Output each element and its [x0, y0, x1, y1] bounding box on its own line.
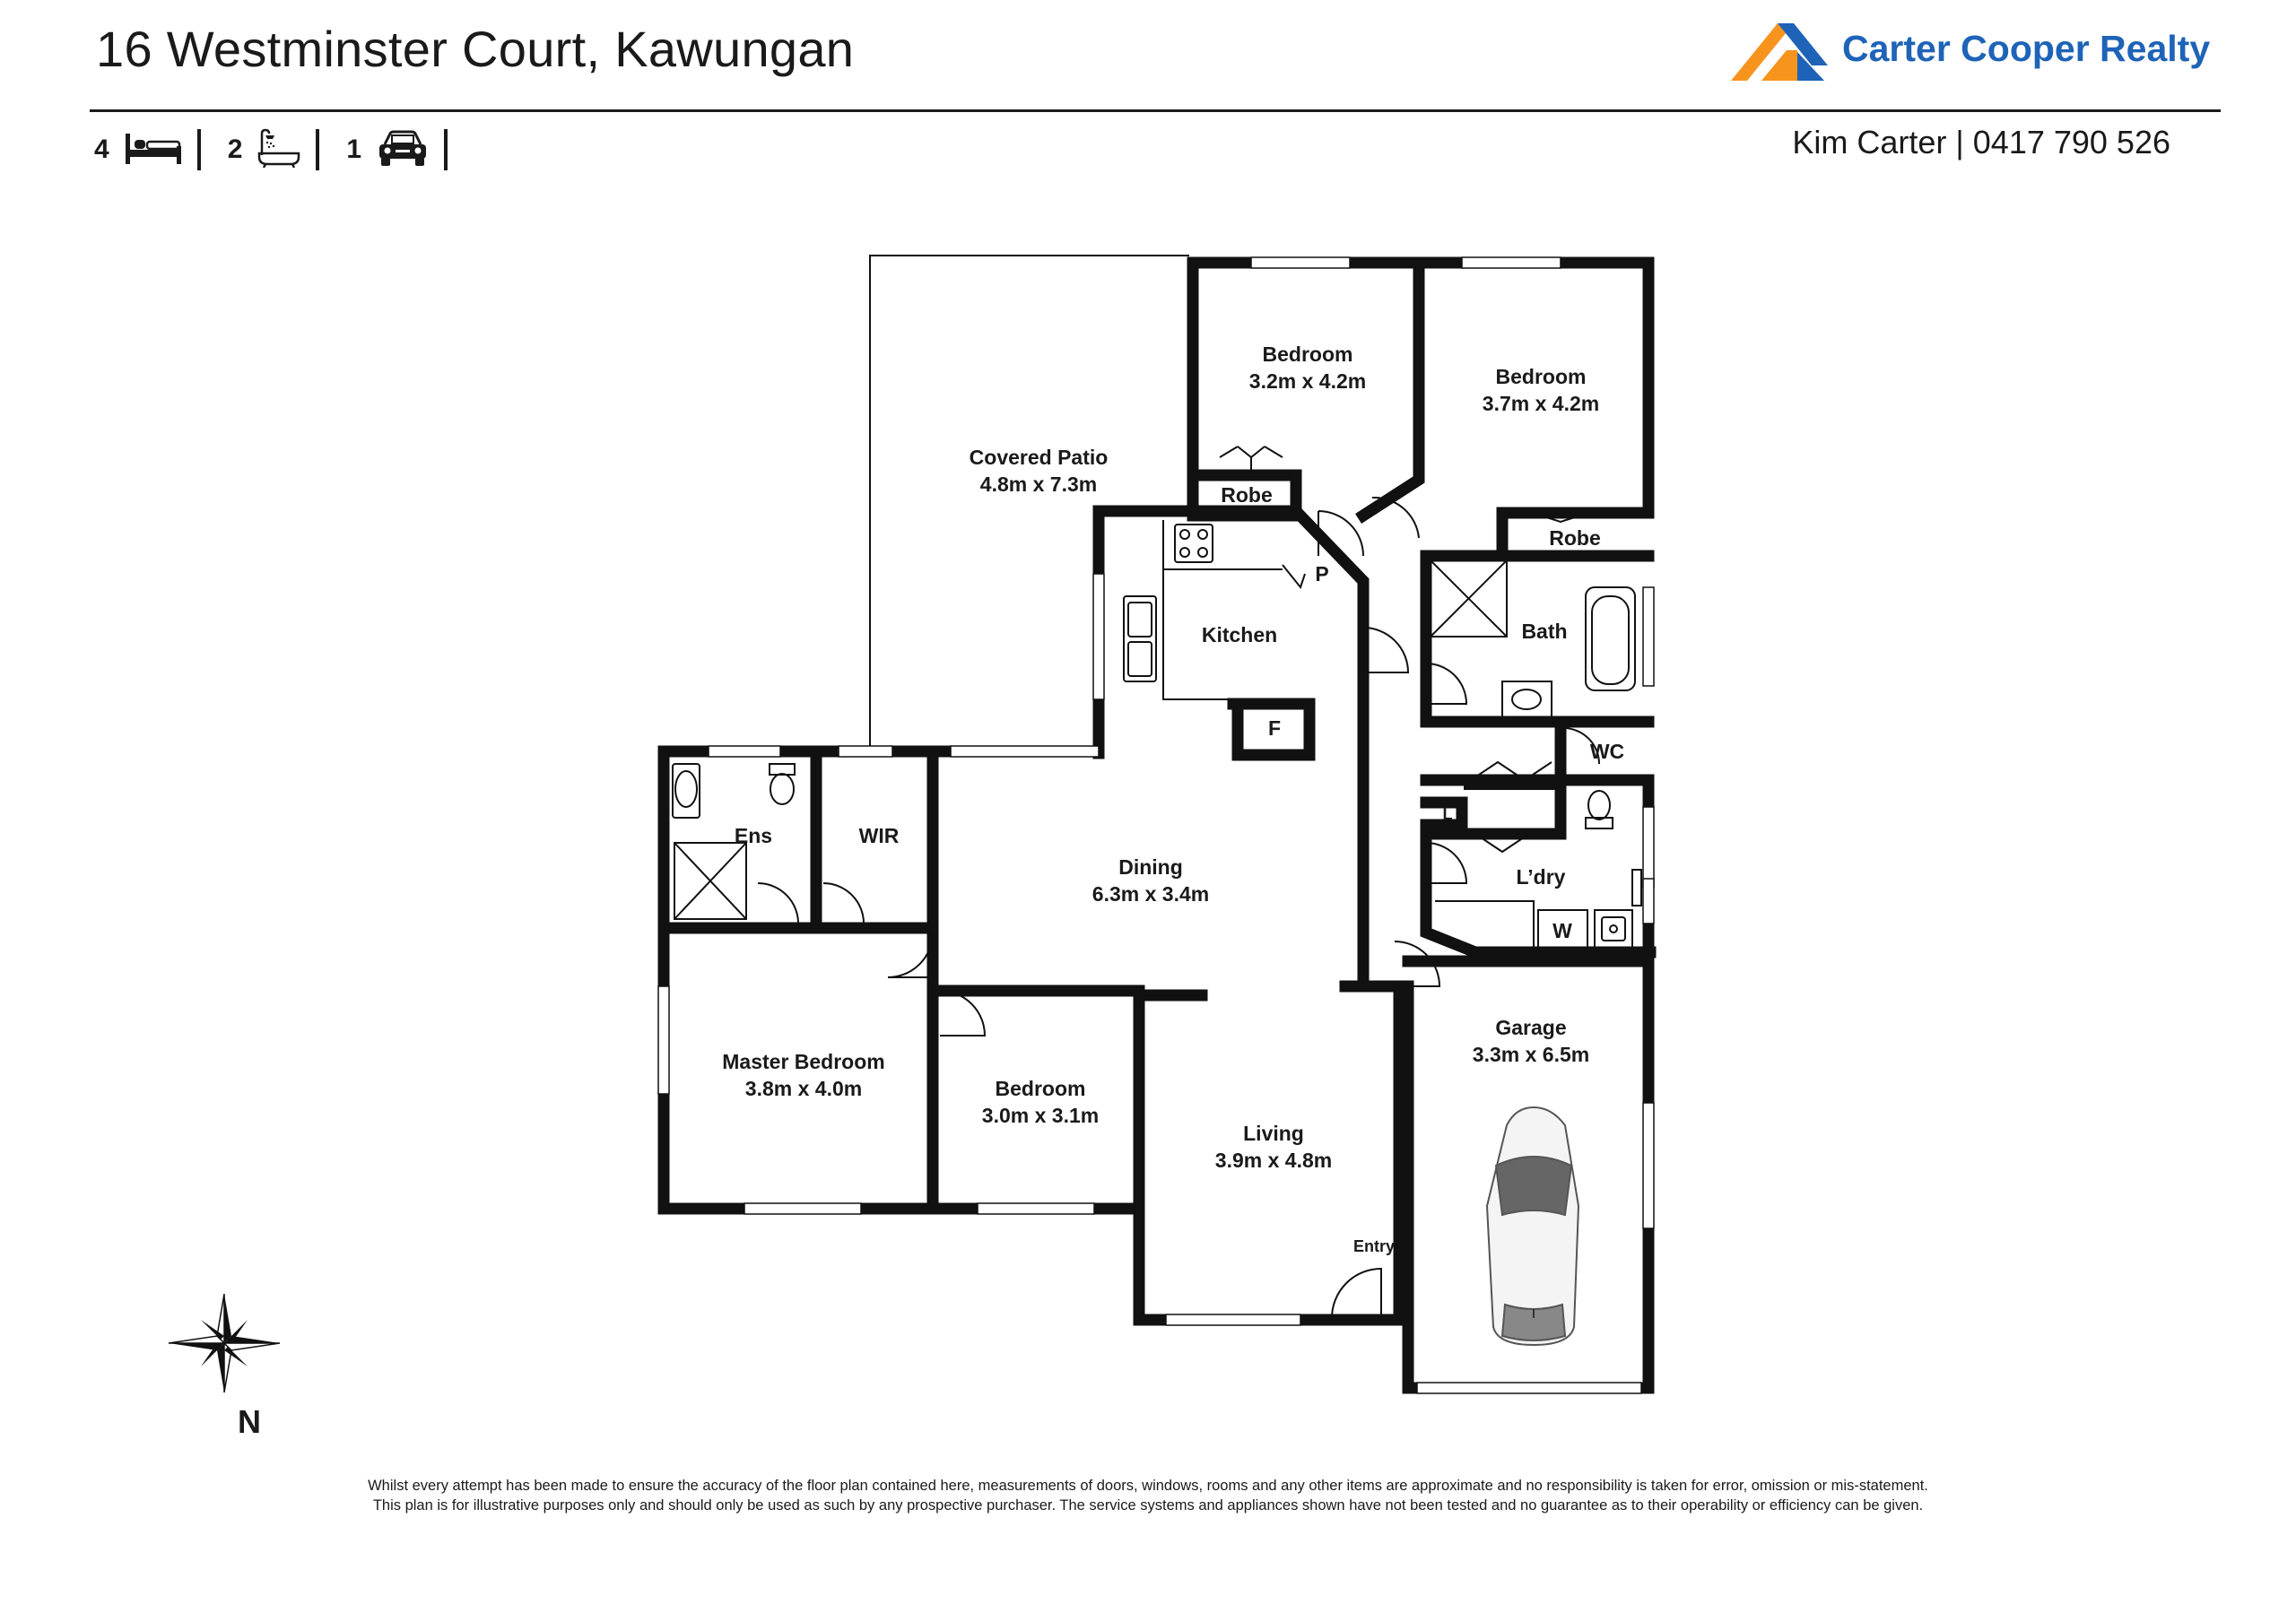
fixtures	[672, 520, 1642, 950]
feature-divider	[196, 129, 201, 170]
size-living: 3.9m x 4.8m	[1215, 1149, 1332, 1172]
size-bedroom-2: 3.2m x 4.2m	[1249, 369, 1366, 393]
disclaimer: Whilst every attempt has been made to en…	[251, 1476, 2045, 1515]
label-dining: Dining	[1118, 855, 1183, 879]
compass-north-label: N	[238, 1403, 261, 1440]
car-graphic	[1485, 1106, 1580, 1347]
vanity-icon	[1501, 681, 1552, 718]
laundry-tub-icon	[1594, 909, 1633, 949]
property-address: 16 Westminster Court, Kawungan	[96, 21, 855, 77]
kitchen-sink-icon	[1123, 595, 1157, 682]
garage-count: 1	[346, 134, 362, 164]
shower-icon	[1430, 559, 1508, 638]
disclaimer-line-1: Whilst every attempt has been made to en…	[368, 1478, 1928, 1494]
toilet-icon	[1585, 817, 1613, 829]
brand-logo: Carter Cooper Realty	[1731, 16, 2210, 81]
label-laundry: L’dry	[1517, 865, 1566, 889]
feature-divider	[444, 129, 448, 170]
label-covered-patio: Covered Patio	[970, 446, 1109, 469]
brand-roof-icon	[1731, 23, 1828, 81]
bed-icon	[124, 130, 183, 170]
agent-contact: Kim Carter | 0417 790 526	[1792, 124, 2170, 160]
header-divider	[90, 109, 2221, 112]
shower-bath-icon	[257, 128, 301, 172]
label-pantry: P	[1315, 562, 1328, 585]
bathtub-icon	[1585, 586, 1636, 691]
cooktop-icon	[1174, 524, 1213, 563]
windows	[657, 256, 1655, 1394]
washer-icon	[1537, 909, 1588, 949]
label-bedroom-2: Bedroom	[1263, 343, 1353, 366]
label-bath: Bath	[1521, 620, 1567, 643]
size-garage: 3.3m x 6.5m	[1473, 1043, 1589, 1066]
label-garage: Garage	[1495, 1016, 1566, 1039]
label-bedroom-3: Bedroom	[1496, 365, 1587, 388]
label-ensuite: Ens	[735, 824, 772, 847]
doors	[757, 446, 1600, 1319]
size-master-bedroom: 3.8m x 4.0m	[745, 1077, 862, 1100]
bedroom-count: 4	[94, 134, 109, 164]
size-bedroom-4: 3.0m x 3.1m	[982, 1104, 1099, 1127]
label-living: Living	[1243, 1122, 1304, 1145]
label-washer: W	[1552, 919, 1572, 942]
label-master-bedroom: Master Bedroom	[722, 1050, 884, 1073]
label-linen: L	[1443, 805, 1453, 823]
feature-divider	[316, 129, 320, 170]
label-entry: Entry	[1353, 1237, 1395, 1255]
label-kitchen: Kitchen	[1202, 623, 1277, 646]
label-robe-2: Robe	[1549, 526, 1601, 550]
label-bedroom-4: Bedroom	[996, 1077, 1086, 1100]
label-fridge: F	[1268, 716, 1281, 740]
size-dining: 6.3m x 3.4m	[1092, 882, 1209, 906]
compass-icon	[168, 1293, 281, 1393]
room-labels: Covered Patio 4.8m x 7.3m Bedroom 3.2m x…	[722, 343, 1624, 1255]
size-covered-patio: 4.8m x 7.3m	[980, 473, 1097, 496]
property-features: 4 2 1	[94, 127, 474, 172]
bathroom-count: 2	[227, 134, 243, 164]
brand-name: Carter Cooper Realty	[1842, 27, 2211, 69]
size-bedroom-3: 3.7m x 4.2m	[1483, 392, 1599, 415]
label-wir: WIR	[859, 824, 900, 847]
disclaimer-line-2: This plan is for illustrative purposes o…	[372, 1497, 1924, 1514]
ensuite-shower-icon	[674, 842, 747, 920]
car-icon	[376, 128, 430, 172]
label-robe-1: Robe	[1221, 483, 1273, 507]
label-wc: WC	[1590, 740, 1624, 763]
